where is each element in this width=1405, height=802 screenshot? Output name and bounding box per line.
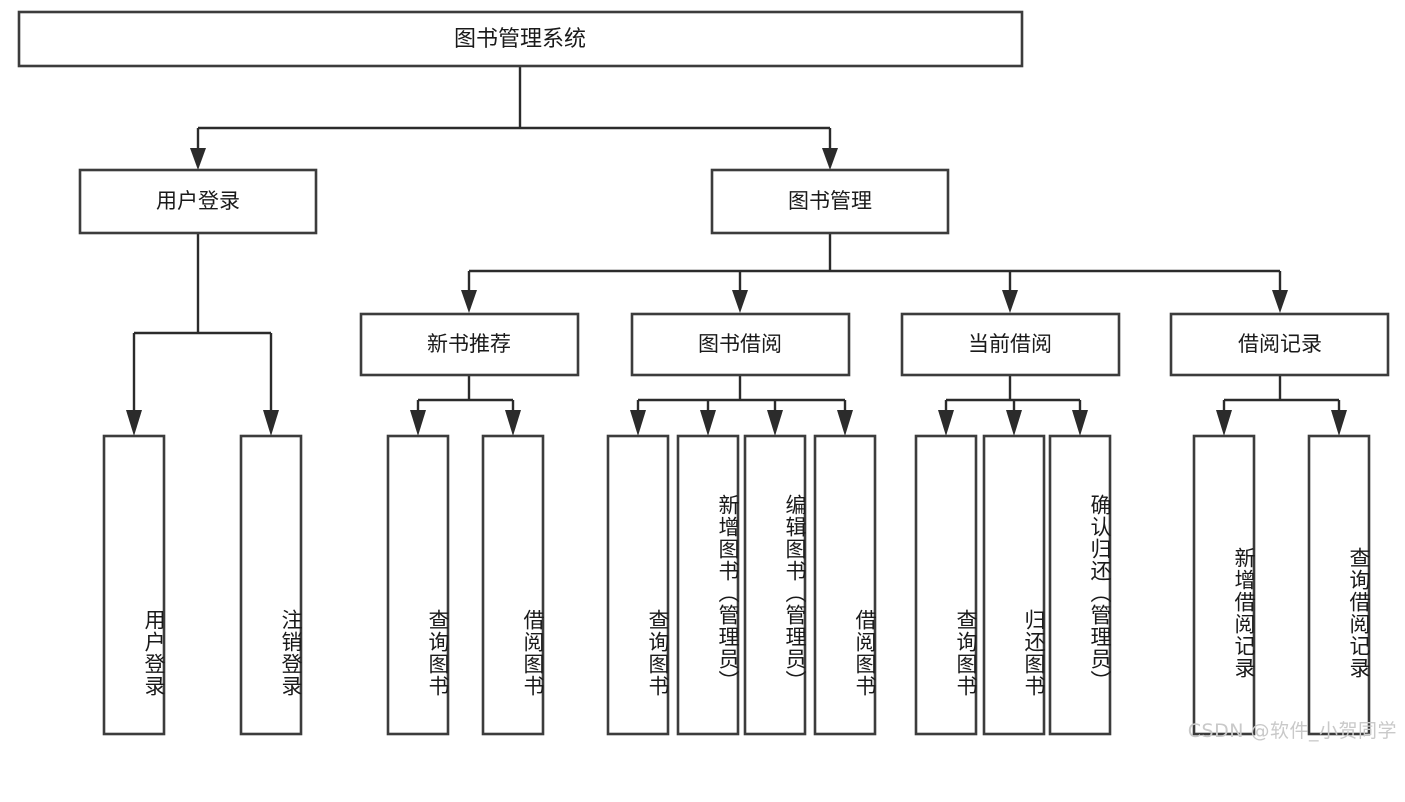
node-current-borrow-label: 当前借阅	[968, 332, 1052, 356]
node-root-label: 图书管理系统	[454, 27, 586, 52]
leaf-box-current-borrow-2[interactable]	[1048, 434, 1112, 736]
leaf-box-book-borrow-1[interactable]	[676, 434, 740, 736]
connector-userlogin-to-leaves	[126, 233, 279, 436]
leaf-box-borrow-record-1[interactable]	[1307, 434, 1371, 736]
diagram-canvas: 图书管理系统 用户登录 图书管理 新书推荐 图书借阅 当前借阅 借阅记录	[17, 10, 1390, 736]
connector-borrowrecord-to-leaves	[1216, 375, 1347, 436]
hierarchy-diagram: 图书管理系统 用户登录 图书管理 新书推荐 图书借阅 当前借阅 借阅记录	[17, 10, 1397, 742]
leaf-box-book-borrow-2[interactable]	[743, 434, 807, 736]
connector-currentborrow-to-leaves	[938, 375, 1088, 436]
node-borrow-record-label: 借阅记录	[1238, 332, 1322, 356]
leaf-box-new-book-0[interactable]	[386, 434, 450, 736]
node-book-management[interactable]: 图书管理	[710, 168, 950, 235]
node-borrow-record[interactable]: 借阅记录	[1169, 312, 1390, 377]
leaf-box-borrow-record-0[interactable]	[1192, 434, 1256, 736]
leaf-box-book-borrow-3[interactable]	[813, 434, 877, 736]
leaf-box-user-login-0[interactable]	[102, 434, 166, 736]
node-new-book-recommend[interactable]: 新书推荐	[359, 312, 580, 377]
connector-bookborrow-to-leaves	[630, 375, 853, 436]
connector-newbook-to-leaves	[410, 375, 521, 436]
node-new-book-recommend-label: 新书推荐	[427, 332, 511, 356]
node-book-management-label: 图书管理	[788, 189, 872, 213]
leaf-box-new-book-1[interactable]	[481, 434, 545, 736]
connector-root-to-level2	[190, 66, 838, 170]
node-book-borrow-label: 图书借阅	[698, 332, 782, 356]
connector-bookmgmt-to-level3	[461, 233, 1288, 313]
node-user-login-label: 用户登录	[156, 189, 240, 213]
node-book-borrow[interactable]: 图书借阅	[630, 312, 851, 377]
leaf-box-book-borrow-0[interactable]	[606, 434, 670, 736]
watermark-text: CSDN @软件_小贺同学	[1187, 720, 1397, 742]
leaf-box-current-borrow-1[interactable]	[982, 434, 1046, 736]
node-user-login[interactable]: 用户登录	[78, 168, 318, 235]
node-root-system[interactable]: 图书管理系统	[17, 10, 1024, 68]
leaf-box-current-borrow-0[interactable]	[914, 434, 978, 736]
node-current-borrow[interactable]: 当前借阅	[900, 312, 1121, 377]
leaf-box-user-login-1[interactable]	[239, 434, 303, 736]
